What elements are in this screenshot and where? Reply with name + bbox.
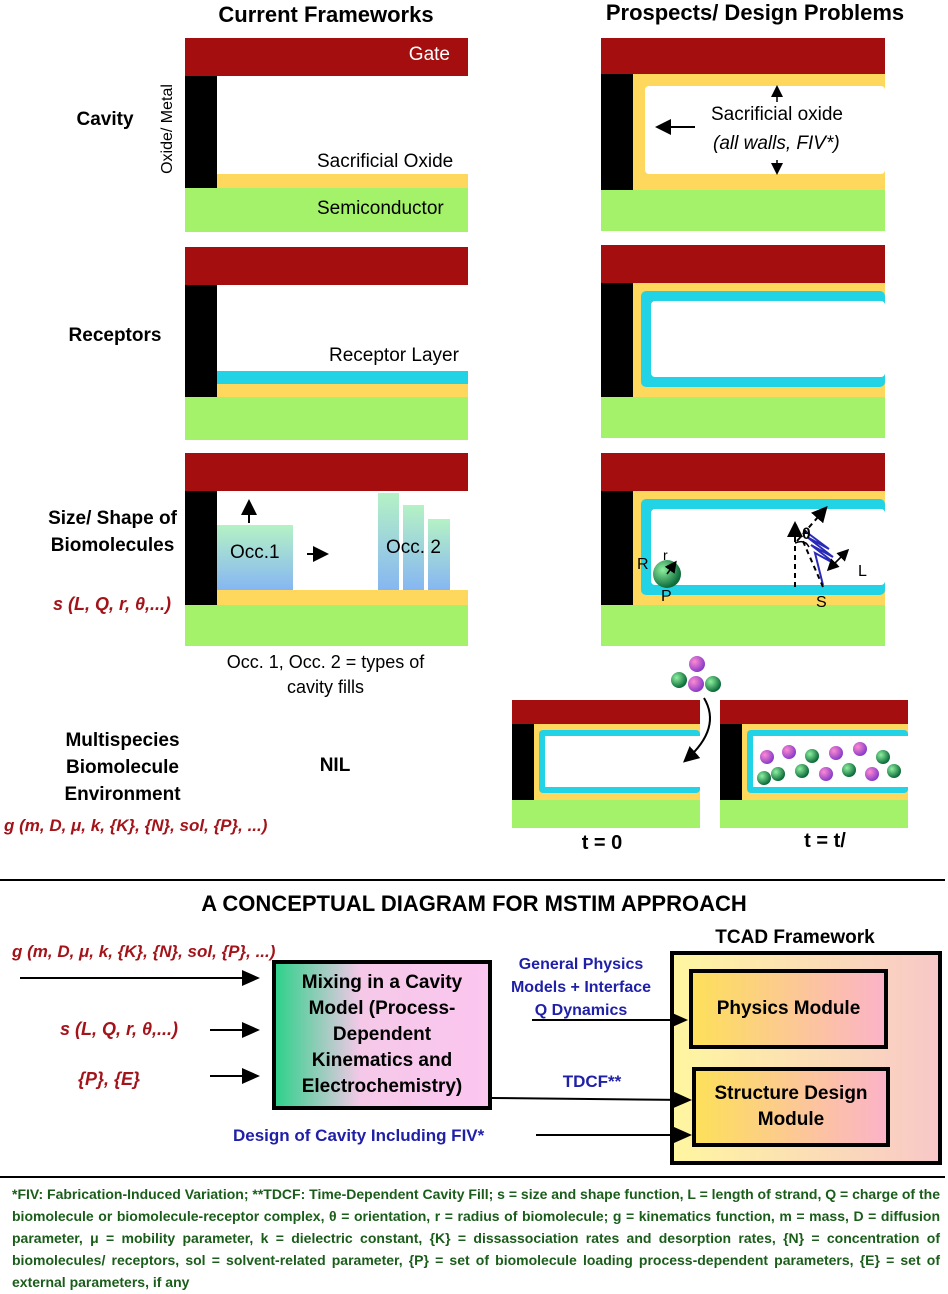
prospects-header: Prospects/ Design Problems <box>605 0 905 25</box>
oxide-metal-wall <box>512 724 534 800</box>
growth-arrows <box>241 499 329 562</box>
cavity-void <box>651 509 885 585</box>
label-P: P <box>661 588 672 605</box>
semiconductor-layer <box>512 800 700 828</box>
receptor-panel-prospect <box>601 245 885 438</box>
occ1-label: Occ.1 <box>230 542 280 563</box>
receptor-panel-current: Receptor Layer <box>185 247 468 440</box>
structure-module-label: Structure Design Module <box>714 1083 868 1130</box>
semiconductor-layer <box>720 800 908 828</box>
concept-arrows <box>20 970 692 1143</box>
sacrificial-oxide-layer <box>217 590 468 605</box>
input-s: s (L, Q, r, θ,...) <box>60 1019 179 1039</box>
semiconductor-layer <box>185 397 468 440</box>
occ2-fill-b <box>403 505 424 590</box>
row-label-multispecies: Multispecies Biomolecule Environment <box>64 730 181 805</box>
gate-layer <box>720 700 908 724</box>
gate-layer <box>601 245 885 283</box>
label-L: L <box>858 563 867 580</box>
current-frameworks-header: Current Frameworks <box>218 2 434 27</box>
tcad-title: TCAD Framework <box>715 927 875 948</box>
occ-caption: Occ. 1, Occ. 2 = types of cavity fills <box>226 652 425 697</box>
cavity-void <box>545 736 700 787</box>
oxide-metal-wall <box>185 76 217 188</box>
cavity-t0 <box>512 700 700 828</box>
cavity-void <box>645 86 885 174</box>
cavity-panel-prospect: Sacrificial oxide (all walls, FIV*) <box>601 38 885 231</box>
label-theta: θ <box>802 526 811 543</box>
sacrificial-oxide-layer <box>217 174 468 188</box>
receptor-layer <box>217 371 468 384</box>
species-particles <box>671 656 901 785</box>
cavity-panel-current: Gate Sacrificial Oxide Semiconductor <box>185 38 468 232</box>
row-label-cavity: Cavity <box>76 109 134 130</box>
sacrificial-oxide-note-1: Sacrificial oxide <box>711 104 843 125</box>
oxide-metal-wall <box>185 491 217 605</box>
occ1-fill <box>217 525 293 590</box>
oxide-metal-wall <box>601 74 633 190</box>
oxide-metal-wall <box>601 283 633 397</box>
strand-spring <box>804 530 838 586</box>
gate-label: Gate <box>408 44 450 65</box>
design-cavity-label: Design of Cavity Including FIV* <box>233 1126 485 1145</box>
receptor-layer-label: Receptor Layer <box>329 345 459 366</box>
physics-module-box: Physics Module <box>689 969 888 1049</box>
input-pe: {P}, {E} <box>78 1069 141 1089</box>
gate-layer <box>512 700 700 724</box>
row-label-size-shape: Size/ Shape of Biomolecules <box>48 508 177 556</box>
tdcf-label: TDCF** <box>562 1072 622 1091</box>
physics-module-label: Physics Module <box>716 998 861 1019</box>
semiconductor-layer <box>601 605 885 646</box>
mixing-model-box: Mixing in a Cavity Model (Process-Depend… <box>272 960 492 1110</box>
semiconductor-layer <box>601 397 885 438</box>
oxide-arrows <box>655 85 783 175</box>
gate-layer <box>185 453 468 491</box>
label-R: R <box>637 556 649 573</box>
semiconductor-layer <box>601 190 885 231</box>
size-shape-panel-prospect: R r P θ S L <box>601 453 885 646</box>
nil-label: NIL <box>319 755 351 776</box>
sacrificial-oxide-label: Sacrificial Oxide <box>317 151 454 172</box>
row-label-receptors: Receptors <box>68 325 162 346</box>
occ2-fill-c <box>428 519 450 590</box>
time-t1-label: t = t/ <box>804 830 846 852</box>
gate-layer <box>601 453 885 491</box>
footnote: *FIV: Fabrication-Induced Variation; **T… <box>12 1186 940 1290</box>
input-g: g (m, D, μ, k, {K}, {N}, sol, {P}, ...) <box>12 942 276 961</box>
label-r: r <box>663 547 668 563</box>
oxide-metal-wall <box>720 724 742 800</box>
cavity-void <box>651 301 885 377</box>
oxide-metal-wall <box>601 491 633 605</box>
mixing-model-label: Mixing in a Cavity Model (Process-Depend… <box>301 972 463 1097</box>
size-shape-params: s (L, Q, r, θ,...) <box>52 594 172 614</box>
multispecies-params: g (m, D, μ, k, {K}, {N}, sol, {P}, ...) <box>4 816 268 835</box>
biomolecule-geometry <box>653 505 850 588</box>
semiconductor-layer <box>185 605 468 646</box>
gate-layer <box>185 38 468 76</box>
occ2-label: Occ. 2 <box>386 537 441 558</box>
semiconductor-label: Semiconductor <box>317 198 444 219</box>
footnote-divider <box>0 1176 945 1178</box>
semiconductor-layer <box>185 188 468 232</box>
time-t0-label: t = 0 <box>581 832 623 854</box>
gate-layer <box>601 38 885 74</box>
general-physics-label: General Physics Models + Interface Q Dyn… <box>510 956 652 1019</box>
size-shape-panel-current: Occ.1 Occ. 2 <box>185 453 468 646</box>
concept-title: A CONCEPTUAL DIAGRAM FOR MSTIM APPROACH <box>201 891 747 916</box>
structure-module-box: Structure Design Module <box>692 1067 890 1147</box>
section-divider <box>0 879 945 881</box>
oxide-metal-wall <box>185 285 217 397</box>
gate-layer <box>185 247 468 285</box>
sacrificial-oxide-note-2: (all walls, FIV*) <box>713 133 840 154</box>
sacrificial-oxide-layer <box>217 384 468 397</box>
label-S: S <box>816 594 827 611</box>
occ2-fill-a <box>378 493 399 590</box>
